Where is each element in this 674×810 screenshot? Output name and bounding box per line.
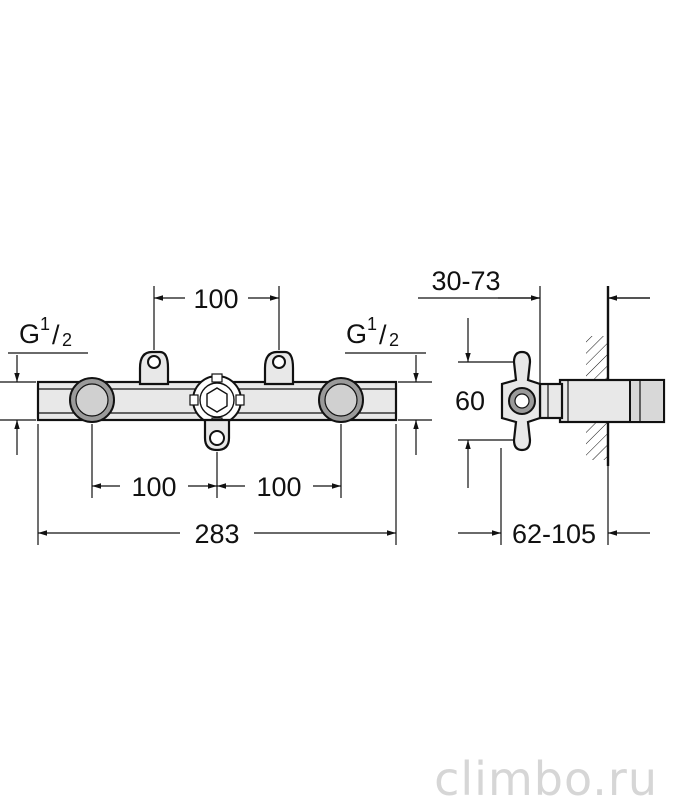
bottom-fitting (203, 418, 231, 452)
watermark: climbo.ru (434, 752, 658, 806)
dim-height-label: 60 (455, 386, 485, 416)
dim-depth-bottom-label: 62-105 (512, 519, 596, 549)
mounting-housing (558, 378, 666, 424)
dim-bottom-left-label: 100 (131, 472, 176, 502)
dim-bottom-right-label: 100 (256, 472, 301, 502)
top-fitting-right (263, 350, 295, 386)
dim-bottom-spacing: 100 100 (91, 424, 342, 502)
wall-section (586, 286, 610, 466)
top-fitting-left (138, 350, 170, 386)
connector-neck (538, 382, 564, 420)
thread-left-label: G1/2 (19, 314, 72, 350)
dim-depth-top: 30-73 (418, 266, 650, 384)
front-view: 100 G1/2 G1/2 (0, 284, 432, 549)
dim-overall-width-label: 283 (194, 519, 239, 549)
side-view: 30-73 60 62-105 (418, 266, 666, 549)
dim-overall-width: 283 (37, 424, 397, 549)
left-outlet (69, 377, 115, 423)
thread-right-label: G1/2 (346, 314, 399, 350)
dim-top-spacing: 100 (153, 284, 280, 350)
thread-right: G1/2 (345, 314, 432, 455)
thread-left: G1/2 (0, 314, 88, 455)
cross-handle (500, 350, 542, 452)
right-outlet (318, 377, 364, 423)
dim-depth-bottom: 62-105 (458, 448, 650, 549)
dim-top-spacing-label: 100 (193, 284, 238, 314)
central-cartridge (189, 373, 245, 427)
dim-depth-top-label: 30-73 (431, 266, 500, 296)
dim-height: 60 (455, 318, 514, 488)
